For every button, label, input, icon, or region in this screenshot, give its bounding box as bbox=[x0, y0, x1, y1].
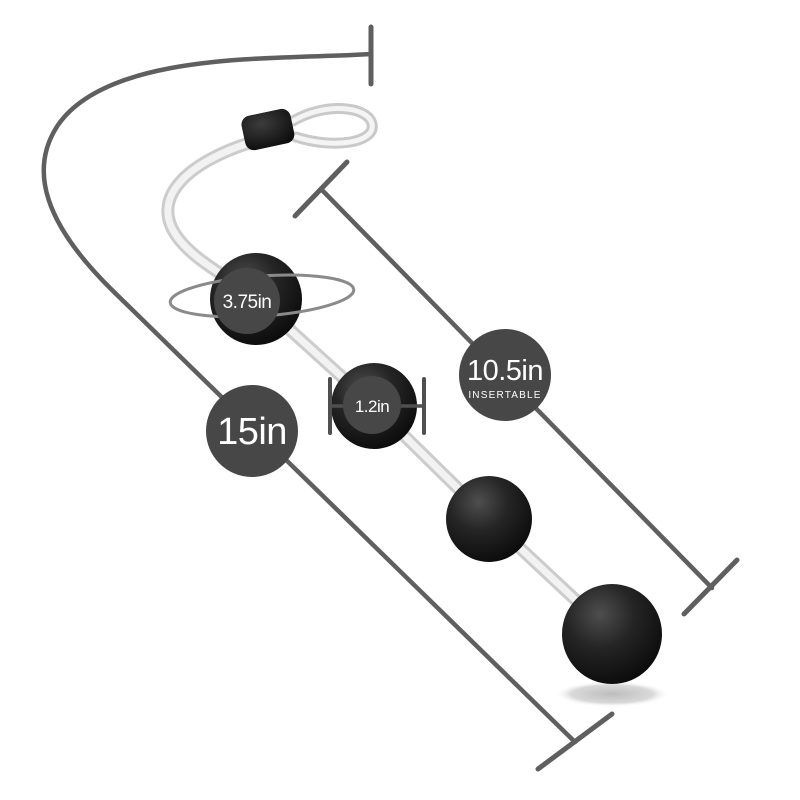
insertable-label: 10.5in bbox=[467, 355, 543, 387]
badge-circumference: 3.75in bbox=[214, 268, 280, 334]
measurement-arc bbox=[41, 51, 578, 745]
bead-3 bbox=[446, 476, 532, 562]
diameter-label: 1.2in bbox=[355, 397, 389, 416]
measurement-tick-bottom bbox=[535, 711, 615, 772]
insertable-tick-bottom bbox=[681, 557, 740, 617]
cord-loop bbox=[287, 103, 378, 149]
total-length-label: 15in bbox=[217, 411, 287, 453]
badge-insertable: 10.5in INSERTABLE bbox=[459, 329, 551, 421]
bead-shadow bbox=[554, 681, 670, 707]
total-length-measurement-line bbox=[41, 24, 615, 772]
cord-slider bbox=[241, 108, 295, 151]
circumference-label: 3.75in bbox=[223, 292, 272, 313]
badge-total-length: 15in bbox=[206, 385, 298, 477]
badge-diameter: 1.2in bbox=[343, 376, 401, 434]
bead-4 bbox=[562, 584, 662, 684]
insertable-sublabel: INSERTABLE bbox=[468, 390, 541, 401]
